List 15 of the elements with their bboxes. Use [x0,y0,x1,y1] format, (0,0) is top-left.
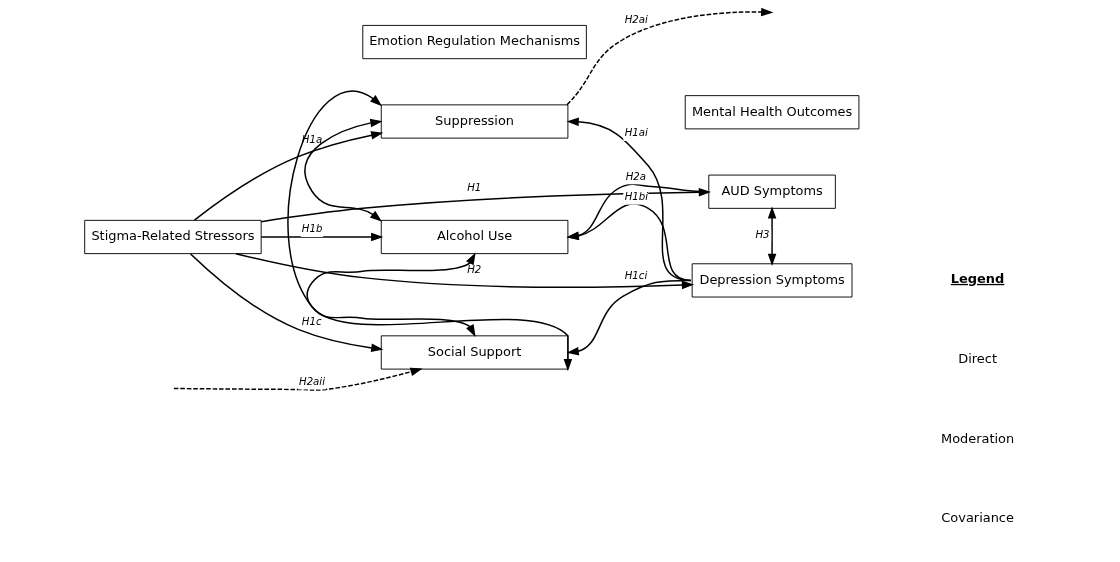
legend-label: Covariance [940,510,1014,526]
edge-label: H3 [754,228,770,240]
edge-label: H2aii [298,375,325,387]
legend-label: Moderation [940,430,1014,446]
edge-label: H1ai [624,127,648,139]
edge-label: H1 [466,181,481,193]
edge-label: H1c [301,315,321,327]
legend-label: Direct [957,351,997,367]
label: Legend [950,270,1004,286]
edge-label: H1ci [624,270,647,282]
edge-label: H2 [466,263,481,275]
edge-label: H1bi [624,190,648,202]
edge-label: H2ai [624,14,648,26]
edge-label: H1b [301,223,322,235]
edge-label: H2a [625,170,646,182]
